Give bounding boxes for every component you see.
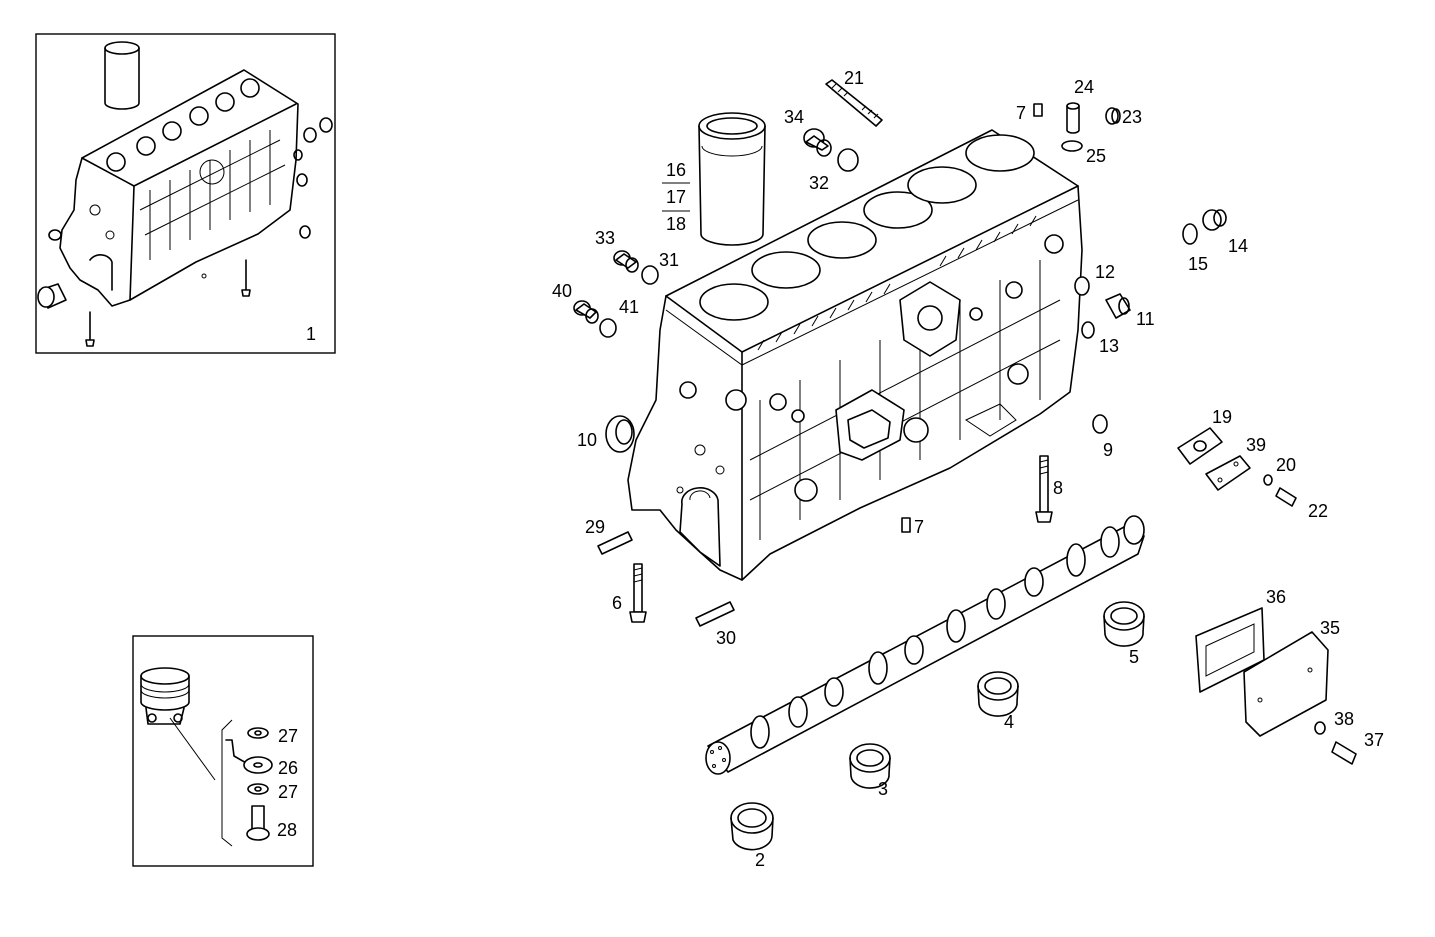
label-40: 40: [552, 281, 572, 301]
plug-9: [1092, 414, 1108, 434]
label-8: 8: [1053, 478, 1063, 498]
ring-32: [837, 148, 859, 172]
label-28: 28: [277, 820, 297, 840]
inset-frame-piston: [132, 635, 314, 867]
inset-piston: [140, 667, 233, 847]
seal-10: [605, 415, 635, 453]
ring-15: [1182, 223, 1198, 245]
label-7a: 7: [1016, 103, 1026, 123]
plug-33: [613, 250, 639, 273]
inset-loose-parts: [37, 117, 333, 347]
label-12: 12: [1095, 262, 1115, 282]
label-6: 6: [612, 593, 622, 613]
label-25: 25: [1086, 146, 1106, 166]
label-27a: 27: [278, 726, 298, 746]
bore-1: [699, 283, 769, 321]
label-18: 18: [666, 214, 686, 234]
label-13: 13: [1099, 336, 1119, 356]
plug-12: [1074, 276, 1090, 296]
cylinder-block: [627, 129, 1083, 581]
cam-bush-3: [849, 743, 891, 789]
bore-6: [965, 134, 1035, 172]
label-32: 32: [809, 173, 829, 193]
plug-14: [1202, 209, 1227, 231]
inset-jet-parts: [225, 727, 273, 841]
inset-assembled-block: 1: [35, 33, 336, 354]
bore-2: [751, 251, 821, 289]
cam-bush-2: [730, 802, 774, 851]
camshaft: [705, 515, 1145, 775]
label-11: 11: [1136, 309, 1155, 329]
gasket-19: [1177, 427, 1223, 465]
bolt-37: [1331, 741, 1357, 765]
label-14: 14: [1228, 236, 1248, 256]
label-24: 24: [1074, 77, 1094, 97]
label-39: 39: [1246, 435, 1266, 455]
label-29: 29: [585, 517, 605, 537]
label-26: 26: [278, 758, 298, 778]
label-5: 5: [1129, 647, 1139, 667]
washer-20: [1263, 474, 1273, 486]
sleeve-24: [1066, 102, 1080, 134]
label-33: 33: [595, 228, 615, 248]
stud-21: [825, 79, 883, 127]
cover-39: [1205, 455, 1251, 491]
plug-23: [1105, 107, 1121, 125]
bore-4: [863, 191, 933, 229]
pin-29: [597, 531, 633, 555]
bolt-6: [629, 563, 647, 623]
label-3: 3: [878, 779, 888, 799]
label-38: 38: [1334, 709, 1354, 729]
dowel-7-bottom: [901, 517, 911, 533]
label-2: 2: [755, 850, 765, 870]
ring-31: [641, 265, 659, 285]
cover-35: [1243, 631, 1329, 737]
label-17: 17: [666, 187, 686, 207]
label-21: 21: [844, 68, 864, 88]
label-27b: 27: [278, 782, 298, 802]
bore-5: [907, 166, 977, 204]
cam-bush-5: [1103, 601, 1145, 647]
label-4: 4: [1004, 712, 1014, 732]
bore-3: [807, 221, 877, 259]
plug-11: [1105, 293, 1131, 319]
washer-38: [1314, 721, 1326, 735]
plug-40: [573, 300, 599, 324]
inset-block-body: [59, 69, 299, 307]
label-30: 30: [716, 628, 736, 648]
label-22: 22: [1308, 501, 1328, 521]
label-31: 31: [659, 250, 679, 270]
label-1: 1: [306, 324, 316, 344]
label-7b: 7: [914, 517, 924, 537]
label-36: 36: [1266, 587, 1286, 607]
inset-liner: [104, 41, 140, 110]
label-41: 41: [619, 297, 639, 317]
label-10: 10: [577, 430, 597, 450]
inset-piston-jet: 27 26 27 28: [132, 635, 314, 867]
ring-25: [1061, 140, 1083, 152]
label-37: 37: [1364, 730, 1384, 750]
label-35: 35: [1320, 618, 1340, 638]
cam-bush-4: [977, 671, 1019, 717]
label-19: 19: [1212, 407, 1232, 427]
pin-30: [695, 601, 735, 627]
label-16: 16: [666, 160, 686, 180]
plug-34: [803, 128, 832, 157]
cylinder-liner: [698, 112, 766, 246]
label-34: 34: [784, 107, 804, 127]
bolt-8: [1035, 455, 1053, 523]
inset-frame-block: [35, 33, 336, 354]
label-20: 20: [1276, 455, 1296, 475]
ring-13: [1081, 321, 1095, 339]
bolt-22: [1275, 487, 1297, 507]
ring-41: [599, 318, 617, 338]
dowel-7-top: [1033, 103, 1043, 117]
label-15: 15: [1188, 254, 1208, 274]
label-9: 9: [1103, 440, 1113, 460]
label-23: 23: [1122, 107, 1142, 127]
